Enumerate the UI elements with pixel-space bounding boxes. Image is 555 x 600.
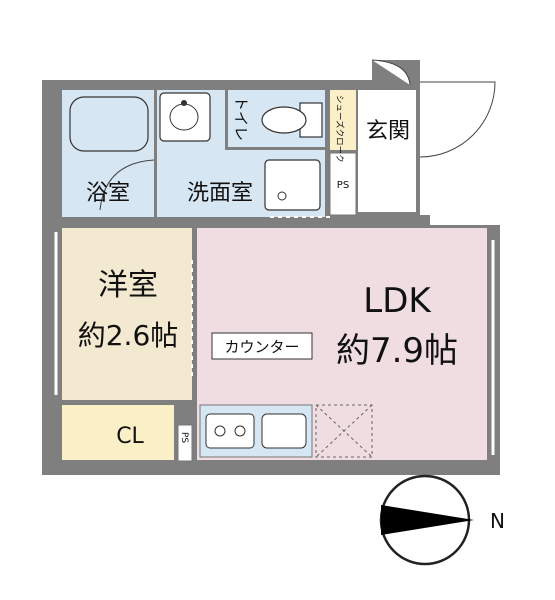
- washroom-label: 洗面室: [187, 181, 253, 206]
- toilet-bowl: [261, 106, 307, 134]
- ldk-size-label: 約7.9帖: [336, 331, 458, 371]
- ps-lower-label: PS: [179, 432, 189, 443]
- basin-bowl: [169, 103, 199, 131]
- washing-machine-pan: [264, 159, 321, 211]
- stove: [205, 413, 255, 449]
- entrance-label: 玄関: [366, 119, 410, 144]
- counter-label: カウンター: [224, 338, 299, 356]
- entrance-floor: [358, 90, 416, 212]
- counter-label-box: [211, 332, 313, 360]
- closet-floor: [62, 405, 174, 460]
- bathtub: [69, 96, 149, 152]
- western-name-label: 洋室: [98, 268, 158, 303]
- drain-icon: [277, 191, 287, 201]
- shoe-closet-floor: [330, 90, 356, 150]
- toilet-label: トイレ: [232, 96, 250, 141]
- compass-needle-icon: [381, 505, 474, 535]
- burner-left: [214, 425, 226, 437]
- shoe-door-swing: [371, 59, 411, 86]
- ps-upper-label: PS: [337, 180, 349, 191]
- bath-door-swing: [99, 159, 155, 211]
- western-floor: [62, 228, 192, 400]
- entrance-door-swing: [419, 81, 496, 158]
- western-size-label: 約2.6帖: [78, 319, 179, 352]
- fridge-cross-2: [315, 404, 373, 458]
- bath-label: 浴室: [86, 181, 130, 206]
- shoe-closet-label: シューズクローク: [334, 95, 345, 163]
- sink: [261, 413, 307, 449]
- compass-north-label: N: [490, 509, 505, 533]
- ps-upper-box: [329, 152, 357, 216]
- faucet: [181, 100, 187, 106]
- ldk-name-label: LDK: [363, 281, 432, 321]
- ps-lower-box: [177, 424, 193, 462]
- burner-right: [234, 425, 246, 437]
- closet-label: CL: [116, 424, 144, 449]
